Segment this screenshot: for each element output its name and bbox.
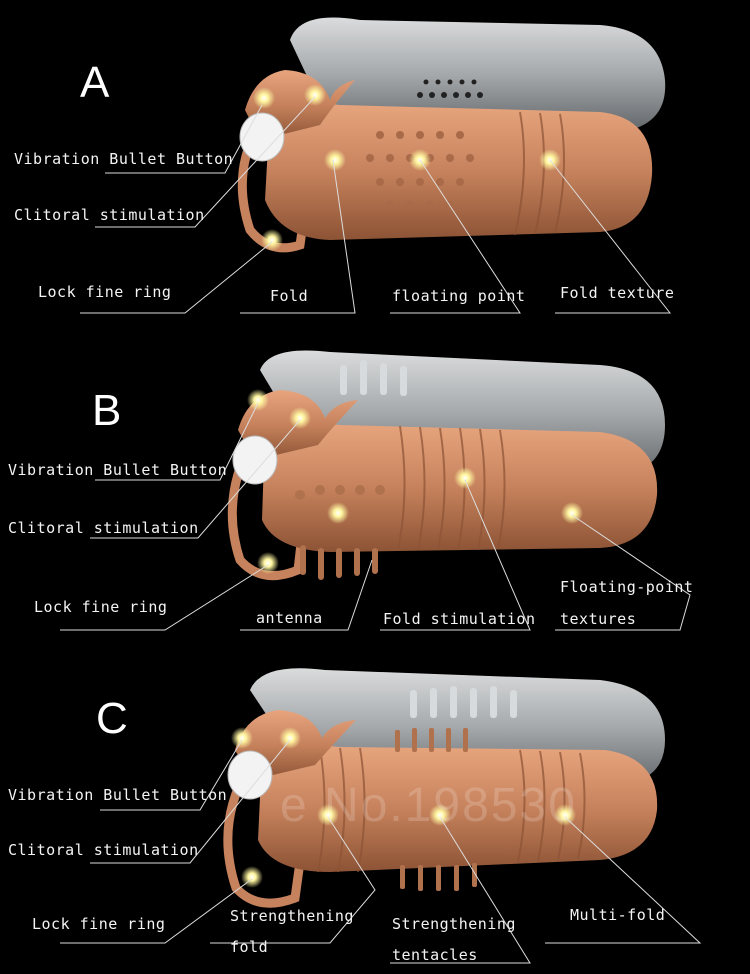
panel-c-illustration bbox=[60, 668, 702, 964]
label-strengthening-tentacles-2: tentacles bbox=[392, 946, 478, 964]
label-fold: Fold bbox=[270, 287, 309, 305]
leader-lines bbox=[60, 402, 691, 631]
label-vibration-bullet-button: Vibration Bullet Button bbox=[8, 461, 228, 479]
fold-ridges bbox=[514, 111, 565, 236]
label-lock-fine-ring: Lock fine ring bbox=[32, 915, 166, 933]
label-floating-point: floating point bbox=[392, 287, 526, 305]
label-textures: textures bbox=[560, 610, 637, 628]
label-lock-fine-ring: Lock fine ring bbox=[34, 598, 168, 616]
panel-b: B Vibration Bullet Button Clitoral stimu… bbox=[0, 330, 750, 650]
tentacle-spikes bbox=[395, 728, 477, 891]
fold-ridges bbox=[397, 425, 506, 551]
panel-letter: A bbox=[80, 58, 110, 107]
clear-sleeve bbox=[290, 17, 666, 130]
label-clitoral-stimulation: Clitoral stimulation bbox=[14, 206, 205, 224]
panel-b-illustration bbox=[60, 350, 691, 631]
antenna-spikes bbox=[295, 485, 385, 580]
label-vibration-bullet-button: Vibration Bullet Button bbox=[14, 150, 234, 168]
panel-a: A Vibration Bullet Button Clitoral stimu… bbox=[0, 0, 750, 330]
label-fold-texture: Fold texture bbox=[560, 284, 675, 302]
label-strengthening-fold-1: Strengthening bbox=[230, 907, 354, 925]
panel-letter: C bbox=[96, 694, 128, 743]
main-sleeve bbox=[262, 423, 658, 552]
panel-c: e No.198530 C Vibration Bullet Button Cl… bbox=[0, 650, 750, 974]
clear-sleeve-holes bbox=[417, 79, 483, 98]
label-clitoral-stimulation: Clitoral stimulation bbox=[8, 841, 199, 859]
panel-a-illustration bbox=[80, 17, 672, 314]
label-fold-stimulation: Fold stimulation bbox=[383, 610, 536, 628]
label-multi-fold: Multi-fold bbox=[570, 906, 666, 924]
label-lock-fine-ring: Lock fine ring bbox=[38, 283, 172, 301]
leader-lines bbox=[80, 96, 672, 314]
main-sleeve bbox=[258, 745, 658, 872]
panel-letter: B bbox=[92, 386, 122, 435]
leader-lines bbox=[60, 739, 702, 964]
clear-spikes bbox=[340, 360, 407, 396]
bullet-button bbox=[227, 750, 273, 800]
clear-spikes bbox=[410, 686, 517, 718]
label-antenna: antenna bbox=[256, 609, 323, 627]
label-strengthening-tentacles-1: Strengthening bbox=[392, 915, 516, 933]
watermark: e No.198530 bbox=[280, 779, 577, 832]
main-sleeve bbox=[265, 103, 653, 240]
label-strengthening-fold-2: fold bbox=[230, 938, 269, 956]
label-vibration-bullet-button: Vibration Bullet Button bbox=[8, 786, 228, 804]
label-floating-point: Floating-point bbox=[560, 578, 694, 596]
glow-points bbox=[247, 389, 583, 574]
label-clitoral-stimulation: Clitoral stimulation bbox=[8, 519, 199, 537]
lock-ring bbox=[223, 765, 305, 908]
bullet-button bbox=[232, 435, 278, 485]
